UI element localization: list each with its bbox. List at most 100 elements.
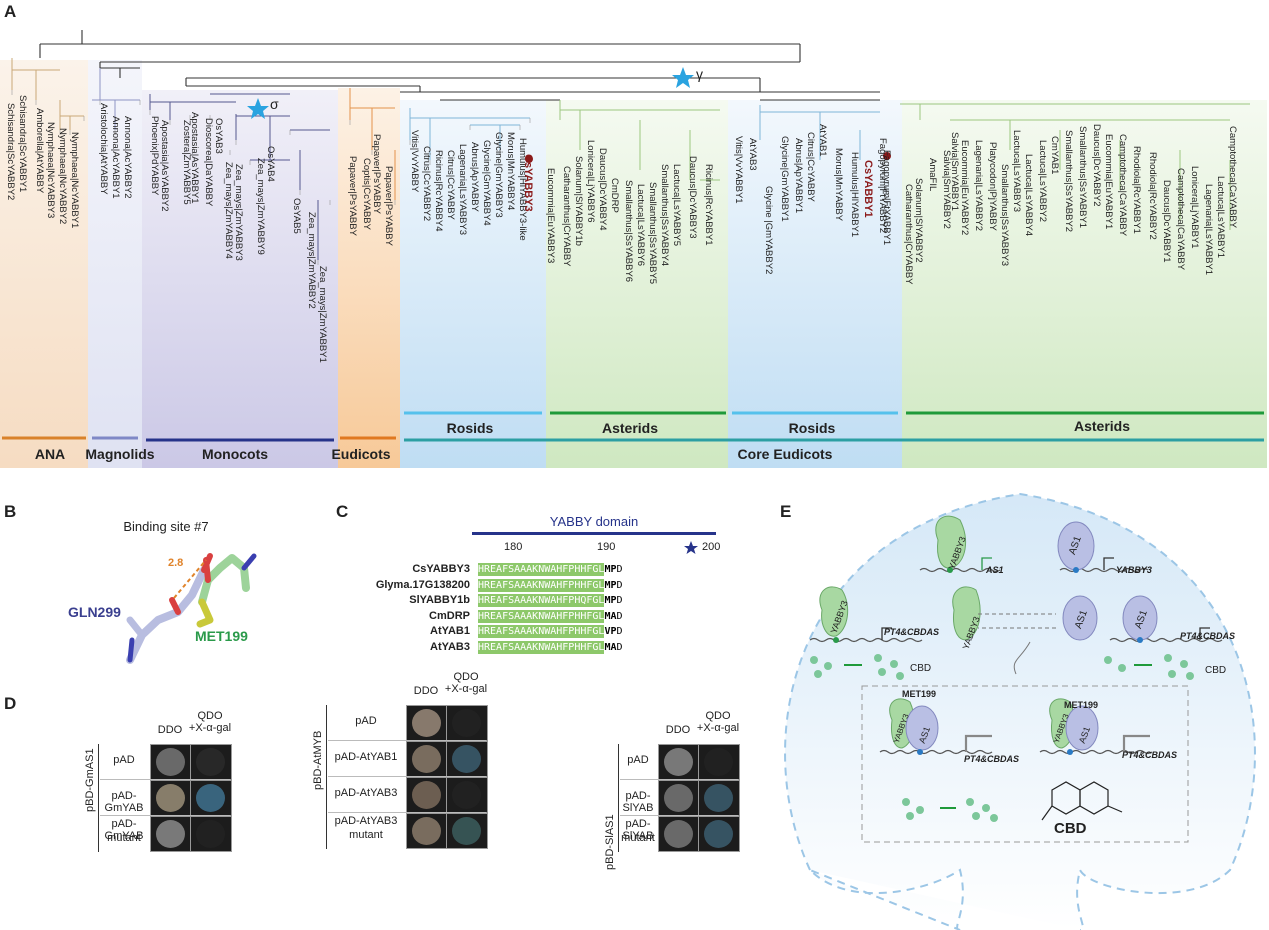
clade-core-eudicots: Core Eudicots xyxy=(737,446,833,462)
residue-met199: MET199 xyxy=(195,628,248,644)
colony-cell xyxy=(150,816,192,852)
e-gene-pt4-4: PT4&CBDAS xyxy=(1122,750,1178,760)
leaf-label: Camptotheca|CaYABBY xyxy=(1227,126,1238,229)
leaf-label: CmDRP xyxy=(609,178,620,213)
bg-monocots xyxy=(142,90,338,468)
leaf-label: OsYAB4 xyxy=(265,146,276,182)
clade-rosids-1: Rosids xyxy=(446,420,494,436)
leaf-label: Aristolochia|AtYABBY xyxy=(98,103,109,195)
prey-label: pAD-SlYAB xyxy=(622,818,654,842)
bait-label: pBD-AtMYB xyxy=(312,730,324,790)
alignment-segment: HFGL xyxy=(580,578,605,592)
clade-eudicots: Eudicots xyxy=(331,446,391,462)
colony-cell xyxy=(446,813,488,849)
alignment-row-seq: HREAFSAAAKNWAHFPHHFGLVPD xyxy=(478,625,623,638)
bg-rosids2 xyxy=(728,100,902,468)
alignment-segment: HFGL xyxy=(580,563,605,576)
row-separator xyxy=(620,779,738,780)
leaf-label: Papaver|PsYABBY xyxy=(347,156,358,236)
star-gamma-icon xyxy=(672,67,694,88)
prey-label: pAD xyxy=(627,754,649,766)
alignment-segment: HFGL xyxy=(580,625,605,638)
colony-cell xyxy=(190,780,232,816)
leaf-label: Glycine|GmYABBY1 xyxy=(779,136,790,222)
leaf-label: Zea_mays|ZmYABBY1 xyxy=(317,266,328,363)
sigma-label: σ xyxy=(270,96,279,112)
leaf-label: Ricinus|RcYABBY1 xyxy=(703,164,714,246)
clade-monocots: Monocots xyxy=(201,446,269,462)
yeast-colony xyxy=(156,784,185,812)
yeast-colony xyxy=(412,709,441,737)
model-diagram xyxy=(784,492,1256,930)
prey-mutant-label: mutant xyxy=(107,832,141,844)
leaf-label: Nymphaea|NcYABBY3 xyxy=(45,122,56,219)
alignment-segment: MA xyxy=(604,609,617,623)
col-qdo: QDO xyxy=(705,710,731,722)
leaf-label: CsYABBY1 xyxy=(862,160,874,218)
prey-label: pAD-SlYAB xyxy=(622,790,654,814)
colony-cell xyxy=(150,744,192,780)
colony-cell xyxy=(150,780,192,816)
alignment-row-name: AtYAB3 xyxy=(430,640,470,653)
yabby-domain-label: YABBY domain xyxy=(549,514,639,529)
leaf-label: Camptotheca|CaYABBY xyxy=(1175,168,1186,271)
e-met199-1: MET199 xyxy=(902,689,937,699)
colony-cell xyxy=(406,777,448,813)
row-separator xyxy=(328,812,486,813)
leaf-label: Apostasia|AsYABBY1 xyxy=(189,112,200,204)
colony-cell xyxy=(446,777,488,813)
leaf-label: Vitis|VvYABBY xyxy=(409,130,420,193)
alignment-segment: HREAFSAAAKNWAHFPH xyxy=(478,578,581,592)
e-gene-pt4-3: PT4&CBDAS xyxy=(964,754,1020,764)
alignment-row-seq: HREAFSAAAKNWAHFPHQFGLMPD xyxy=(478,594,623,607)
alignment-row-name: CmDRP xyxy=(429,609,470,622)
yeast-colony xyxy=(664,820,693,848)
prey-label: pAD-AtYAB3 xyxy=(334,815,398,827)
e-cbd-bold: CBD xyxy=(1054,820,1087,837)
leaf-label: AtYAB1 xyxy=(817,124,828,157)
binding-site-structure xyxy=(126,553,257,664)
colony-cell xyxy=(406,705,448,741)
leaf-label: Daucus|DcYABBY1 xyxy=(1161,180,1172,263)
bait-label: pBD-GmAS1 xyxy=(84,748,96,812)
leaf-label: Ricinus|RcYABBY4 xyxy=(433,150,444,232)
yeast-colony xyxy=(452,745,481,773)
leaf-label: Smallanthus|SsYABBY6 xyxy=(623,180,634,283)
leaf-label: Eucommia|EuYABBY3 xyxy=(545,168,556,264)
colony-cell xyxy=(190,744,232,780)
phylogenetic-tree xyxy=(2,30,1264,442)
leaf-label: Catharanthus|CrYABBY xyxy=(561,166,572,267)
alignment-row-name: Glyma.17G138200 xyxy=(375,578,470,591)
alignment-segment: MP xyxy=(604,563,617,576)
e-cbd-2: CBD xyxy=(1205,665,1227,676)
alignment-row-name: AtYAB1 xyxy=(430,625,470,637)
leaf-label: Glycine|GmYABBY3 xyxy=(493,132,504,218)
yeast-colony xyxy=(156,748,185,776)
bg-eudicots xyxy=(338,88,400,468)
clade-ana: ANA xyxy=(34,446,66,462)
prey-label: pAD xyxy=(113,754,135,766)
leaf-label: Abrus|ApYABBY xyxy=(469,142,480,212)
leaf-label: Smallanthus|SsYABBY5 xyxy=(647,182,658,285)
prey-label: pAD-GmYAB xyxy=(104,818,144,842)
leaf-label: Glycine |GmYABBY2 xyxy=(763,186,774,275)
prey-label: pAD-AtYAB1 xyxy=(334,751,398,763)
alignment-segment: QFGL xyxy=(580,594,605,607)
alignment-segment: MA xyxy=(604,640,617,654)
panel-letter-a: A xyxy=(4,2,17,21)
leaf-label: Rhodiola|RcYABBY1 xyxy=(1131,146,1142,234)
col-ddo: DDO xyxy=(157,724,183,736)
col-qdo-xgal: +X-α-gal xyxy=(696,722,740,734)
yeast-colony xyxy=(664,748,693,776)
leaf-label: Smallanthus|SsYABBY3 xyxy=(999,164,1010,267)
col-qdo-xgal: +X-α-gal xyxy=(188,722,232,734)
row-separator xyxy=(328,776,486,777)
leaf-label: Amborella|AtYABBY xyxy=(34,108,45,194)
yeast-colony xyxy=(412,745,441,773)
bg-rosids1 xyxy=(400,100,546,468)
alignment-segment: HREAFSAAAKNWAHFPH xyxy=(478,594,581,607)
leaf-label: Morus|MnYABBY xyxy=(833,148,844,222)
yeast-colony xyxy=(196,748,225,776)
row-separator xyxy=(328,740,486,741)
leaf-label: Apostasia|AsYABBY2 xyxy=(159,120,170,212)
